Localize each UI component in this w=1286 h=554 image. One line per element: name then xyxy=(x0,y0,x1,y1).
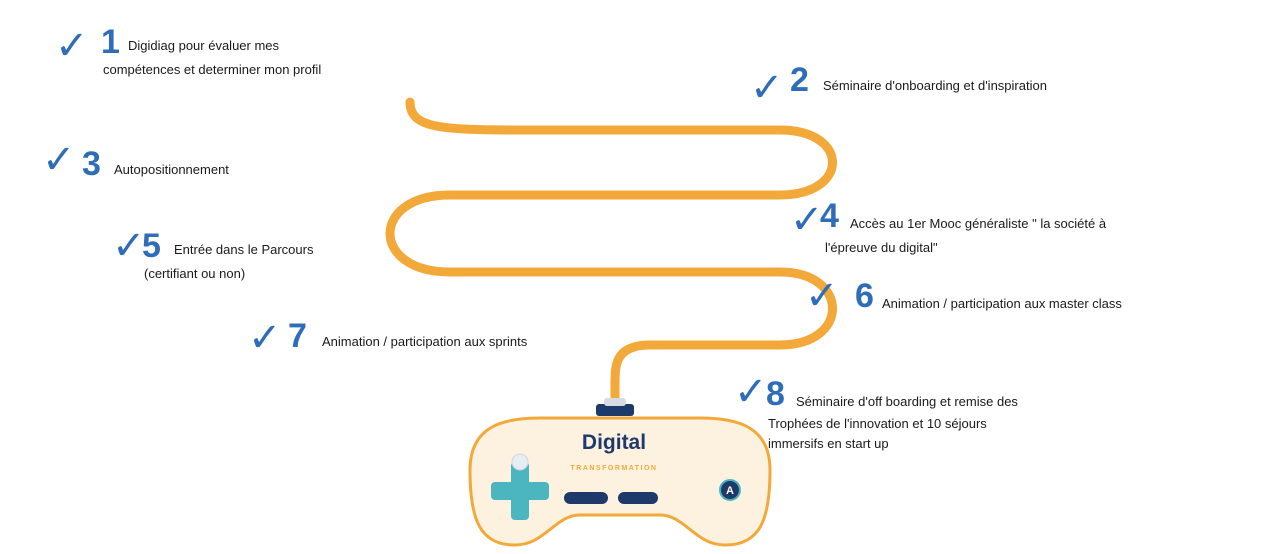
checkmark-icon: ✓ xyxy=(734,369,768,415)
start-button xyxy=(618,492,658,504)
step-text-line: immersifs en start up xyxy=(768,436,889,451)
step-text-line: Animation / participation aux sprints xyxy=(322,334,528,349)
game-controller: A Digital TRANSFORMATION xyxy=(468,398,772,547)
checkmark-icon: ✓ xyxy=(42,137,76,183)
step-text-line: Autopositionnement xyxy=(114,162,229,177)
step-text-line: Accès au 1er Mooc généraliste " la socié… xyxy=(850,216,1107,231)
controller-connector-top xyxy=(604,398,626,406)
step-number: 7 xyxy=(288,317,307,355)
step-text-line: Trophées de l'innovation et 10 séjours xyxy=(768,416,987,431)
step-text-line: Digidiag pour évaluer mes xyxy=(128,38,280,53)
step-number: 2 xyxy=(790,61,809,99)
winding-path xyxy=(385,97,837,413)
checkmark-icon: ✓ xyxy=(790,197,824,243)
checkmark-icon: ✓ xyxy=(805,273,839,319)
step-text-line: Séminaire d'off boarding et remise des xyxy=(796,394,1018,409)
step-text-line: Entrée dans le Parcours xyxy=(174,242,314,257)
controller-title: Digital xyxy=(582,431,646,454)
step-number: 3 xyxy=(82,145,101,183)
checkmark-icon: ✓ xyxy=(248,315,282,361)
step-number: 6 xyxy=(855,277,874,315)
step-number: 1 xyxy=(101,23,120,61)
step-text-line: (certifiant ou non) xyxy=(144,266,246,281)
action-button xyxy=(719,479,741,501)
action-button-label: A xyxy=(726,485,734,497)
controller-subtitle: TRANSFORMATION xyxy=(571,465,658,472)
select-button xyxy=(564,492,608,504)
controller-body xyxy=(468,416,772,547)
step-text-line: compétences et determiner mon profil xyxy=(103,62,322,77)
checkmark-icon: ✓ xyxy=(112,223,146,269)
step-text-line: Séminaire d'onboarding et d'inspiration xyxy=(823,78,1047,93)
dpad-horizontal xyxy=(491,482,549,500)
step-text-line: l'épreuve du digital" xyxy=(825,240,938,255)
controller-connector xyxy=(596,404,634,416)
step-number: 4 xyxy=(820,197,839,235)
step-number: 8 xyxy=(766,375,785,413)
checkmark-icon: ✓ xyxy=(750,65,784,111)
step-text-line: Animation / participation aux master cla… xyxy=(882,296,1122,311)
joystick xyxy=(511,453,529,471)
step-number: 5 xyxy=(142,227,161,265)
checkmark-icon: ✓ xyxy=(55,23,89,69)
